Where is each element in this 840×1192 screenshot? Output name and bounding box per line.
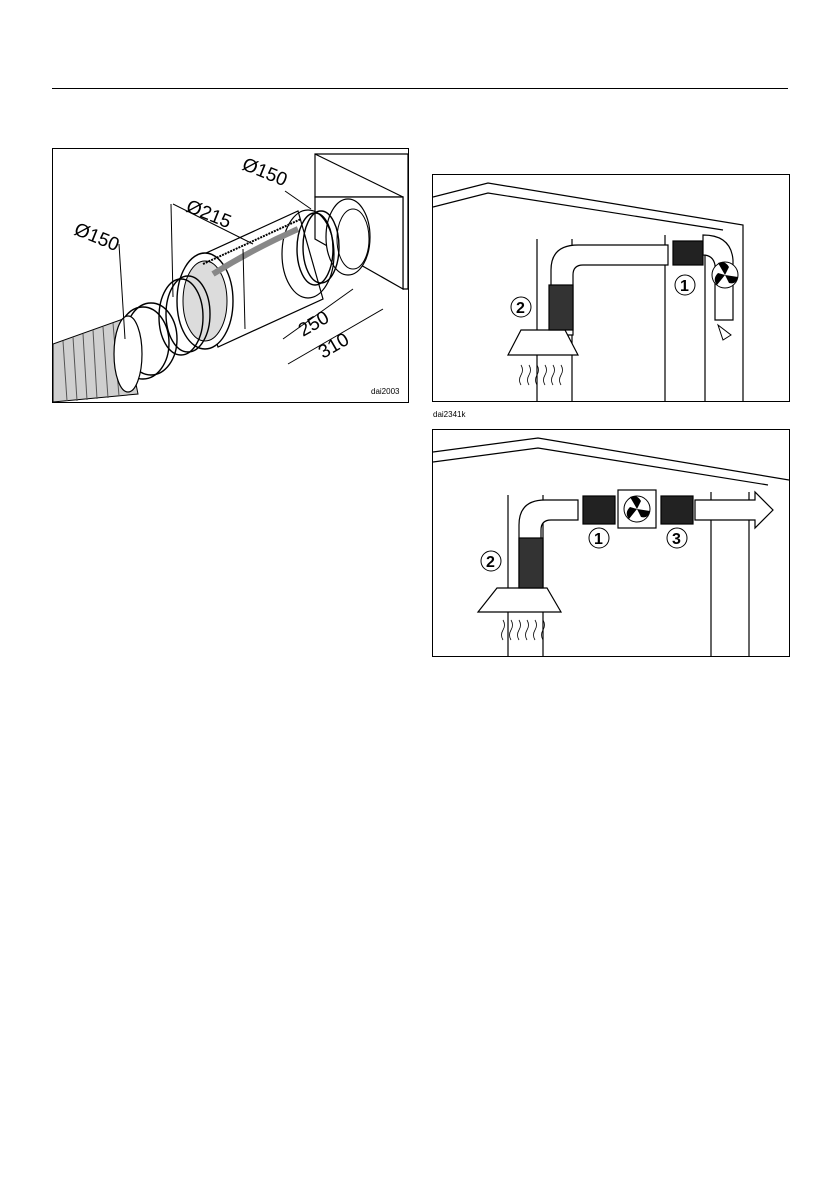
inline-fan-figure: 2 1 3 [432,429,790,657]
figure-code: dai2003 [371,387,399,396]
hood [478,538,561,612]
label-silencer: 3 [672,531,681,548]
fan-icon [624,496,650,522]
dim-body-length: 250 [295,307,333,341]
dim-body-diameter: Ø215 [183,196,234,233]
roof-fan-figure: 2 1 [432,174,790,402]
header-rule [52,88,788,89]
silencer-dimensions-figure: Ø150 Ø215 Ø150 250 310 dai2003 [52,148,409,403]
label-hood: 2 [486,554,495,571]
label-fan: 1 [680,278,689,295]
dim-outlet: Ø150 [239,154,290,191]
figure-code: dai2341k [433,410,465,419]
fan-icon [712,262,738,288]
flexible-duct [53,316,142,402]
label-fan: 1 [594,531,603,548]
label-hood: 2 [516,300,525,317]
dim-overall-length: 310 [315,329,353,363]
dim-inlet: Ø150 [71,219,122,256]
duct [551,235,733,335]
hood [508,285,578,355]
